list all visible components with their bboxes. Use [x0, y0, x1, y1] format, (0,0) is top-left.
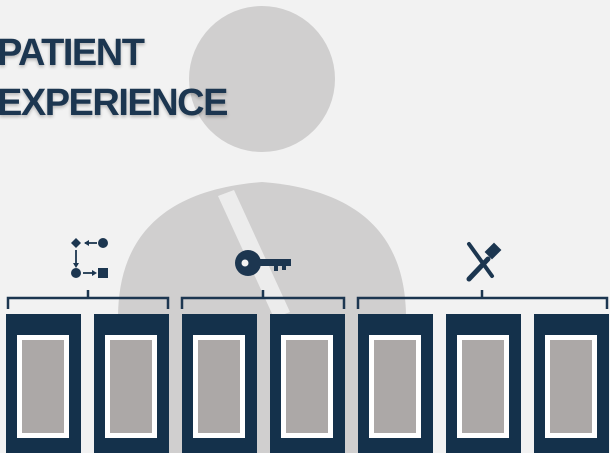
card-slot	[281, 335, 333, 438]
card-slot	[105, 335, 157, 438]
title-line-experience: EXPERIENCE	[0, 82, 228, 124]
card-5	[358, 314, 433, 453]
card-slot	[193, 335, 245, 438]
card-slot	[457, 335, 509, 438]
bracket-workflow	[6, 290, 170, 309]
card-4	[270, 314, 345, 453]
title-line-patient: PATIENT	[0, 32, 145, 74]
group-brackets	[6, 290, 609, 309]
card-slot	[369, 335, 421, 438]
card-2	[94, 314, 169, 453]
bracket-key	[180, 290, 346, 309]
silhouette-head	[189, 6, 335, 152]
tools-icon	[466, 242, 502, 282]
key-icon	[235, 250, 291, 276]
card-6	[446, 314, 521, 453]
bracket-tools	[356, 290, 609, 309]
workflow-icon	[71, 238, 108, 278]
card-slot	[17, 335, 69, 438]
card-1	[6, 314, 81, 453]
card-3	[182, 314, 257, 453]
card-slot	[545, 335, 597, 438]
card-7	[534, 314, 609, 453]
